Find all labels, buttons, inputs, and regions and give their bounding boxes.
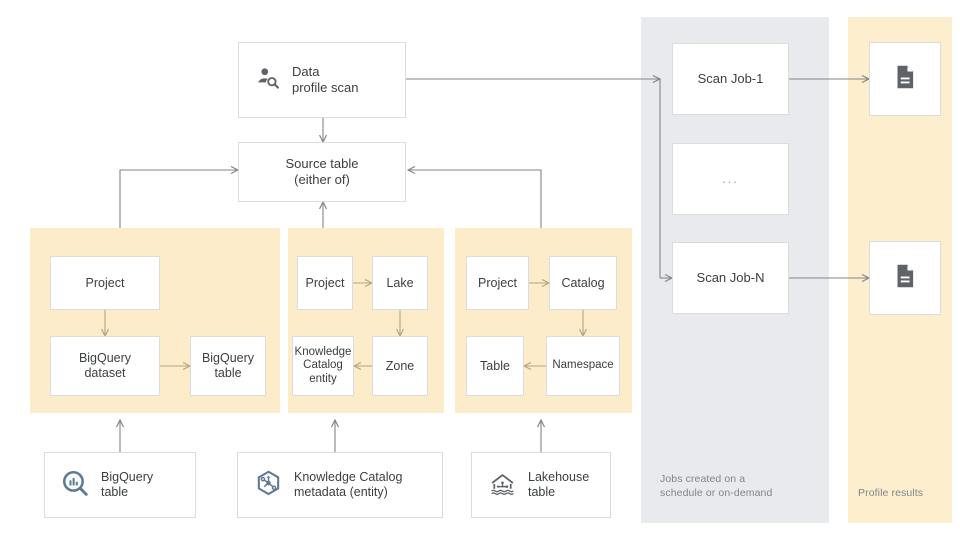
node-scan-job-1[interactable]: Scan Job-1	[672, 43, 789, 115]
node-label: Catalog	[561, 275, 605, 290]
profile-result-2[interactable]	[869, 241, 941, 315]
node-label: Knowledge Catalog entity	[294, 345, 352, 385]
node-dp-zone[interactable]: Zone	[372, 336, 428, 396]
bigquery-magnifier-icon	[61, 469, 90, 502]
document-icon	[890, 261, 920, 295]
node-bq-table[interactable]: BigQuery table	[190, 336, 266, 396]
node-label: Source table (either of)	[285, 156, 359, 187]
node-dp-project[interactable]: Project	[297, 256, 353, 310]
node-dp-knowledge-catalog-entity[interactable]: Knowledge Catalog entity	[292, 336, 354, 396]
node-label: BigQuery table	[201, 351, 255, 380]
node-label: Lake	[386, 275, 414, 290]
node-label: Lakehouse table	[528, 470, 590, 499]
node-label: Scan Job-1	[697, 71, 764, 86]
person-search-icon	[255, 65, 281, 95]
node-label: Zone	[385, 358, 415, 373]
node-cat-catalog[interactable]: Catalog	[549, 256, 617, 310]
knowledge-catalog-hexagon-icon	[254, 469, 283, 502]
node-cat-project[interactable]: Project	[466, 256, 529, 310]
node-label: Namespace	[552, 359, 614, 372]
results-panel-caption: Profile results	[858, 487, 924, 499]
node-bq-dataset[interactable]: BigQuery dataset	[50, 336, 160, 396]
profile-result-1[interactable]	[869, 42, 941, 116]
node-source-lakehouse-table[interactable]: Lakehouse table	[471, 452, 611, 518]
node-label: Project	[85, 275, 125, 290]
node-label: BigQuery table	[101, 470, 154, 499]
node-label: ...	[722, 171, 739, 186]
node-label: BigQuery dataset	[78, 351, 132, 380]
node-label: Data profile scan	[292, 64, 359, 95]
node-source-bigquery-table[interactable]: BigQuery table	[44, 452, 196, 518]
node-label: Knowledge Catalog metadata (entity)	[294, 470, 403, 499]
node-scan-job-ellipsis[interactable]: ...	[672, 143, 789, 215]
node-source-table[interactable]: Source table (either of)	[238, 142, 406, 202]
node-data-profile-scan[interactable]: Data profile scan	[238, 42, 406, 118]
document-icon	[890, 62, 920, 96]
node-bq-project[interactable]: Project	[50, 256, 160, 310]
node-cat-namespace[interactable]: Namespace	[546, 336, 620, 396]
node-cat-table[interactable]: Table	[466, 336, 524, 396]
jobs-panel-caption: Jobs created on a schedule or on-demand	[660, 473, 773, 499]
node-label: Project	[478, 275, 517, 290]
node-label: Scan Job-N	[696, 270, 765, 285]
node-source-knowledge-catalog[interactable]: Knowledge Catalog metadata (entity)	[237, 452, 443, 518]
node-dp-lake[interactable]: Lake	[372, 256, 428, 310]
lakehouse-water-icon	[488, 469, 517, 502]
node-label: Table	[480, 358, 510, 373]
node-label: Project	[305, 275, 345, 290]
node-scan-job-n[interactable]: Scan Job-N	[672, 242, 789, 314]
